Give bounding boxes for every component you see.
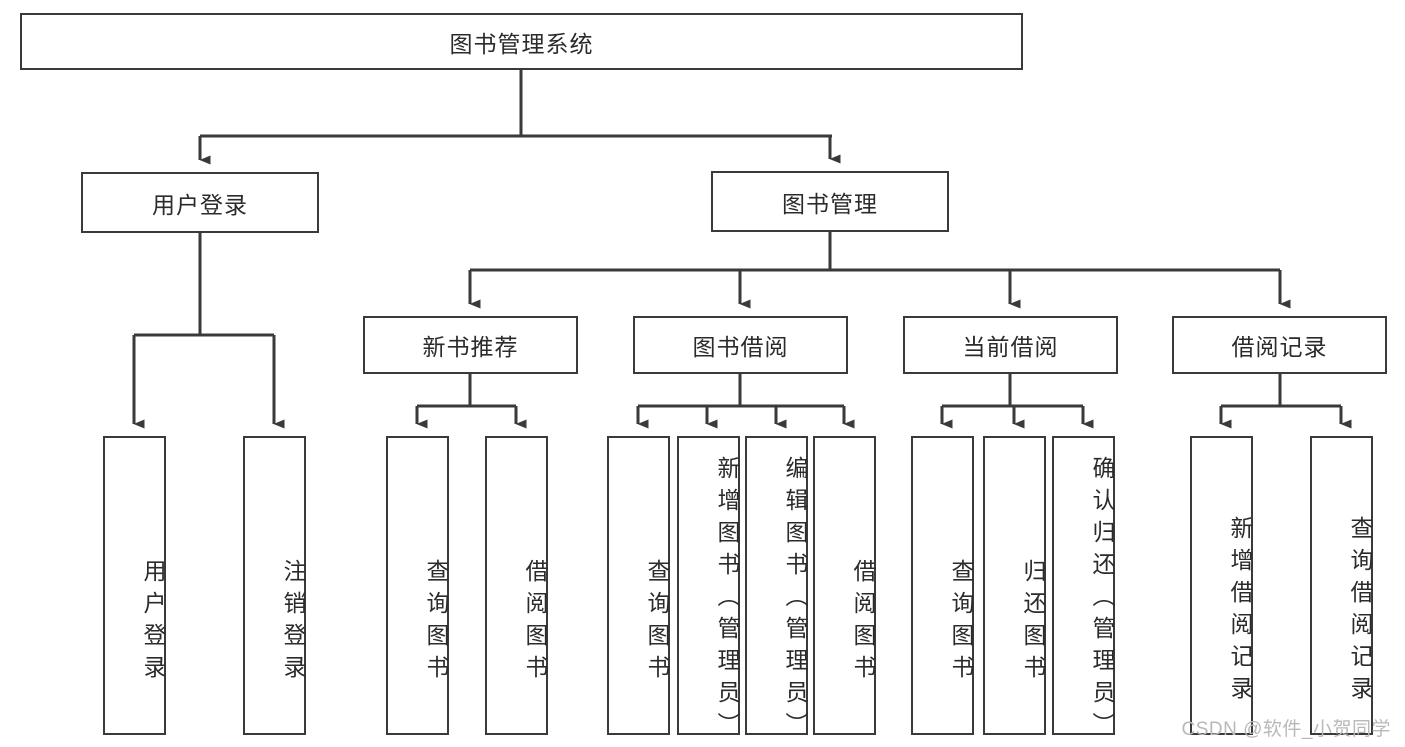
leaf-query-borrow-record[interactable]: 查询借阅记录 [1310,436,1373,735]
leaf-borrow-books-recommend[interactable]: 借阅图书 [485,436,548,735]
leaf-edit-book-admin[interactable]: 编辑图书（管理员） [745,436,808,744]
node-user-login[interactable]: 用户登录 [81,172,319,233]
leaf-query-books-borrow[interactable]: 查询图书 [607,436,670,735]
leaf-add-borrow-record[interactable]: 新增借阅记录 [1190,436,1253,735]
node-new-book-recommend[interactable]: 新书推荐 [363,316,578,374]
leaf-confirm-return-admin[interactable]: 确认归还（管理员） [1052,436,1115,744]
leaf-borrow-book[interactable]: 借阅图书 [813,436,876,735]
leaf-query-books-recommend[interactable]: 查询图书 [386,436,449,735]
node-book-borrow[interactable]: 图书借阅 [633,316,848,374]
watermark-text: CSDN @软件_小贺同学 [1181,719,1391,740]
node-book-management[interactable]: 图书管理 [711,171,949,232]
leaf-logout[interactable]: 注销登录 [243,436,306,735]
node-borrow-records[interactable]: 借阅记录 [1172,316,1387,374]
leaf-return-book[interactable]: 归还图书 [983,436,1046,735]
leaf-query-books-current[interactable]: 查询图书 [911,436,974,735]
node-current-borrow[interactable]: 当前借阅 [903,316,1118,374]
node-root-system[interactable]: 图书管理系统 [20,13,1023,70]
leaf-add-book-admin[interactable]: 新增图书（管理员） [677,436,740,744]
leaf-user-login[interactable]: 用户登录 [103,436,166,735]
